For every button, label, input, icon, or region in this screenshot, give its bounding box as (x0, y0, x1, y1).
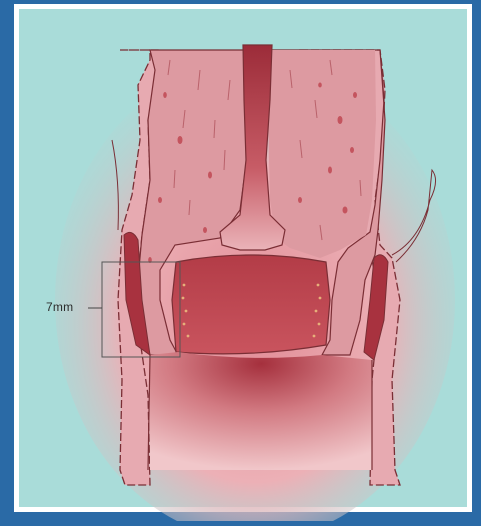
measurement-label: 7mm (46, 300, 73, 314)
central-plug (172, 255, 330, 354)
right-tissue-fill (268, 50, 376, 258)
lower-lumen (150, 352, 372, 470)
